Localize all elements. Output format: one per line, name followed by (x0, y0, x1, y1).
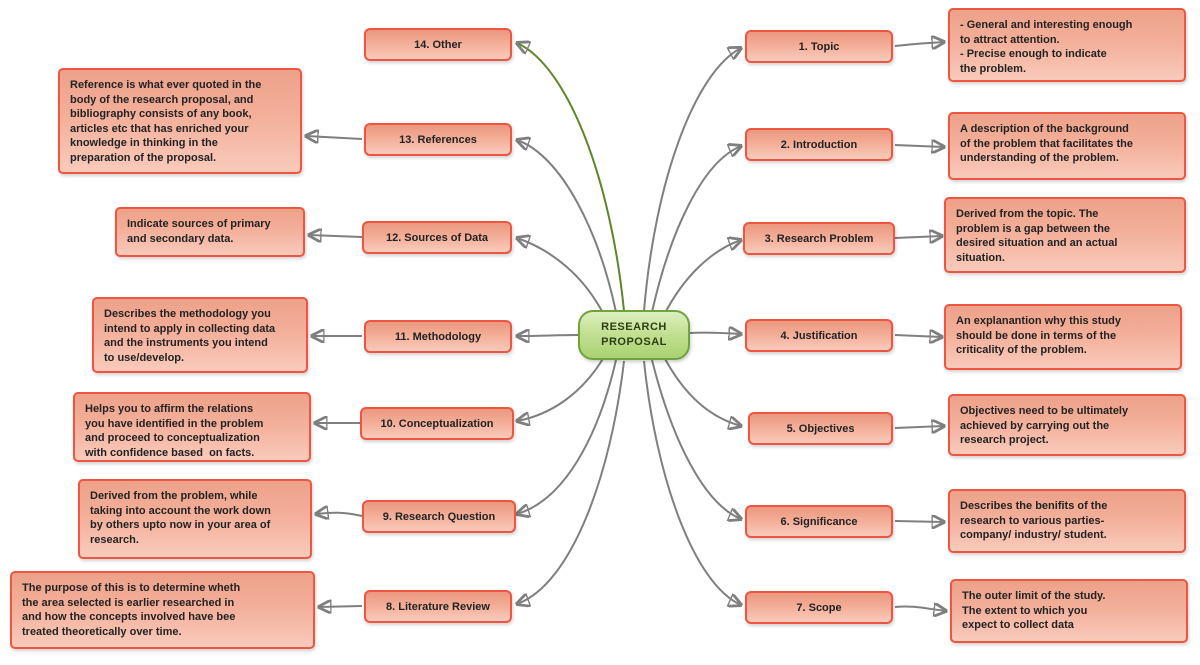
node-references[interactable]: 13. References (364, 123, 512, 156)
connector-sources-desc (309, 235, 363, 237)
connector-research-question-desc (316, 513, 363, 516)
node-sources-of-data[interactable]: 12. Sources of Data (362, 221, 512, 254)
connector-center-objectives (663, 356, 741, 426)
node-research-problem[interactable]: 3. Research Problem (743, 222, 895, 255)
connector-introduction-desc (894, 145, 944, 147)
connector-center-conceptualization (517, 356, 605, 421)
node-research-question[interactable]: 9. Research Question (362, 500, 516, 533)
node-methodology[interactable]: 11. Methodology (364, 320, 512, 353)
connector-center-scope (643, 360, 741, 605)
connector-center-other (517, 43, 625, 312)
node-label: 9. Research Question (382, 510, 496, 523)
connector-center-introduction (651, 146, 741, 313)
node-topic[interactable]: 1. Topic (745, 30, 893, 63)
desc-scope[interactable]: The outer limit of the study. The extent… (950, 579, 1188, 643)
node-label: 5. Objectives (786, 422, 855, 435)
node-conceptualization[interactable]: 10. Conceptualization (360, 407, 514, 440)
desc-objectives[interactable]: Objectives need to be ultimately achieve… (948, 394, 1186, 456)
desc-research-problem[interactable]: Derived from the topic. The problem is a… (944, 197, 1186, 273)
desc-references[interactable]: Reference is what ever quoted in the bod… (58, 68, 302, 174)
node-label: 12. Sources of Data (385, 231, 489, 244)
connector-research-problem-desc (894, 236, 942, 238)
node-label: 13. References (399, 133, 477, 146)
desc-justification[interactable]: An explanantion why this study should be… (944, 304, 1182, 370)
connector-center-justification (689, 333, 741, 334)
node-significance[interactable]: 6. Significance (745, 505, 893, 538)
connector-center-methodology (517, 335, 579, 336)
node-label: 1. Topic (798, 40, 840, 53)
desc-literature-review[interactable]: The purpose of this is to determine whet… (10, 571, 315, 649)
desc-research-question[interactable]: Derived from the problem, while taking i… (78, 479, 312, 559)
connector-center-topic (643, 48, 741, 312)
node-label: 2. Introduction (780, 138, 858, 151)
connector-literature-review-desc (319, 606, 363, 607)
desc-methodology[interactable]: Describes the methodology you intend to … (92, 297, 308, 373)
connector-references-desc (306, 136, 363, 139)
connector-center-research-question (517, 359, 617, 514)
node-label: 4. Justification (780, 329, 858, 342)
desc-sources-of-data[interactable]: Indicate sources of primary and secondar… (115, 207, 305, 257)
node-label: 11. Methodology (394, 330, 482, 343)
node-research-proposal[interactable]: RESEARCH PROPOSAL (578, 310, 690, 360)
center-label: RESEARCH PROPOSAL (601, 321, 667, 348)
connector-topic-desc (894, 42, 944, 46)
connector-significance-desc (894, 521, 944, 522)
node-label: 6. Significance (780, 515, 858, 528)
node-objectives[interactable]: 5. Objectives (748, 412, 893, 445)
node-label: 8. Literature Review (386, 600, 490, 613)
desc-topic[interactable]: - General and interesting enough to attr… (948, 8, 1186, 82)
node-label: 7. Scope (796, 601, 842, 614)
connector-center-sources (517, 238, 605, 316)
connector-center-literature-review (517, 360, 625, 604)
desc-conceptualization[interactable]: Helps you to affirm the relations you ha… (73, 392, 311, 462)
connector-center-significance (651, 359, 741, 519)
connector-scope-desc (894, 606, 946, 611)
connector-justification-desc (894, 335, 942, 337)
node-literature-review[interactable]: 8. Literature Review (364, 590, 512, 623)
connector-objectives-desc (894, 426, 944, 428)
node-introduction[interactable]: 2. Introduction (745, 128, 893, 161)
desc-introduction[interactable]: A description of the background of the p… (948, 112, 1186, 180)
desc-significance[interactable]: Describes the benifits of the research t… (948, 489, 1186, 553)
node-other[interactable]: 14. Other (364, 28, 512, 61)
node-label: 10. Conceptualization (380, 417, 494, 430)
connector-center-references (517, 140, 617, 313)
node-justification[interactable]: 4. Justification (745, 319, 893, 352)
node-label: 3. Research Problem (764, 232, 874, 245)
node-scope[interactable]: 7. Scope (745, 591, 893, 624)
node-label: 14. Other (414, 38, 462, 51)
connector-center-research-problem (663, 240, 741, 316)
